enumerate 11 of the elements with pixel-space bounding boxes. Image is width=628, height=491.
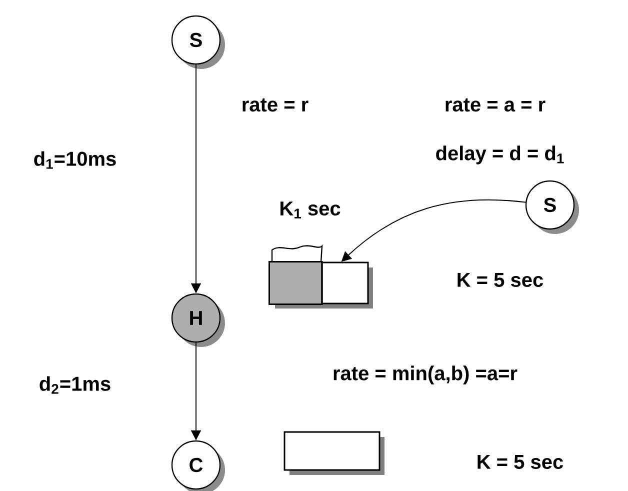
annotation-text: rate = r xyxy=(242,98,308,112)
annotation-text: d$_{1}$=10ms xyxy=(34,151,116,169)
buffer-box xyxy=(284,431,384,475)
annotation-text: rate = a = r xyxy=(446,98,546,112)
annotation-text: d$_{2}$=1ms xyxy=(40,376,110,394)
annotation-text: rate = min(a,b) =a=r xyxy=(334,366,518,384)
annotation-text: delay = d = d$_{1}$ xyxy=(436,146,564,164)
buffer-drawing xyxy=(268,261,373,308)
annotation-text: K = 5 sec xyxy=(478,455,564,469)
caption-text: K$_{1}$ sec xyxy=(280,202,340,218)
annotation-text: K = 5 sec xyxy=(458,273,544,287)
